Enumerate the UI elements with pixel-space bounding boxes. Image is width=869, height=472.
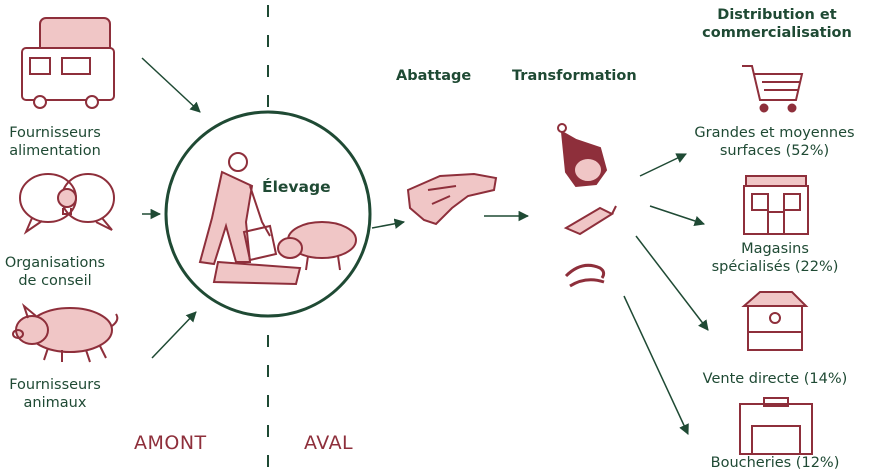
storefront-icon [743,175,809,235]
zone-downstream-label: AVAL [304,432,354,454]
supplier-label-line: animaux [23,395,87,411]
arrow-to-supermarkets [639,153,687,177]
arrow-feed-to-farming [141,57,201,113]
outlet-label-line: Boucheries (12%) [710,455,840,471]
shopping-cart-icon [742,65,804,113]
outlet-label-specialised: Magasins spécialisés (22%) [690,240,860,276]
speech-bubbles-icon [19,173,115,235]
outlet-label-line: surfaces (52%) [719,143,830,159]
arrow-animals-to-farming [151,311,197,359]
farming-circle [164,110,372,318]
sausage-icon [563,205,617,236]
supplier-label-advice: Organisations de conseil [0,254,110,290]
outlet-label-direct: Vente directe (14%) [690,370,860,388]
supplier-label-line: Fournisseurs [9,377,101,393]
arrow-to-specialised [649,205,705,226]
carcass-icon [406,172,498,226]
butcher-shop-icon [739,397,813,455]
outlet-label-butchers: Boucheries (12%) [690,454,860,472]
supplier-label-feed: Fournisseurs alimentation [0,124,110,160]
market-stall-icon [741,291,809,351]
farmer-feeding-pig-icon [198,152,357,286]
supplier-label-line: Organisations [4,255,106,271]
supplier-label-animals: Fournisseurs animaux [0,376,110,412]
outlet-label-supermarkets: Grandes et moyennes surfaces (52%) [680,124,869,160]
outlet-label-line: Vente directe (14%) [702,371,848,387]
truck-icon [21,17,115,109]
farming-label: Élevage [262,178,331,196]
pig-icon [12,302,119,363]
supplier-label-line: de conseil [18,273,92,289]
arrow-to-butchers [623,295,689,435]
supplier-label-line: Fournisseurs [9,125,101,141]
stage-distribution-line: Distribution et [717,7,837,23]
supplier-label-line: alimentation [9,143,101,159]
stage-distribution-line: commercialisation [702,25,852,41]
zone-upstream-label: AMONT [134,432,207,454]
outlet-label-line: Grandes et moyennes [694,125,855,141]
arrow-to-direct [635,235,709,331]
stage-slaughter: Abattage [396,68,472,84]
outlet-label-line: spécialisés (22%) [711,259,839,275]
stage-processing: Transformation [512,68,637,84]
stage-distribution: Distribution et commercialisation [690,6,864,42]
arrow-farming-to-slaughter [371,218,406,229]
ham-icon [557,123,608,188]
outlet-label-line: Magasins [741,241,809,257]
sausages-icon [564,263,606,288]
